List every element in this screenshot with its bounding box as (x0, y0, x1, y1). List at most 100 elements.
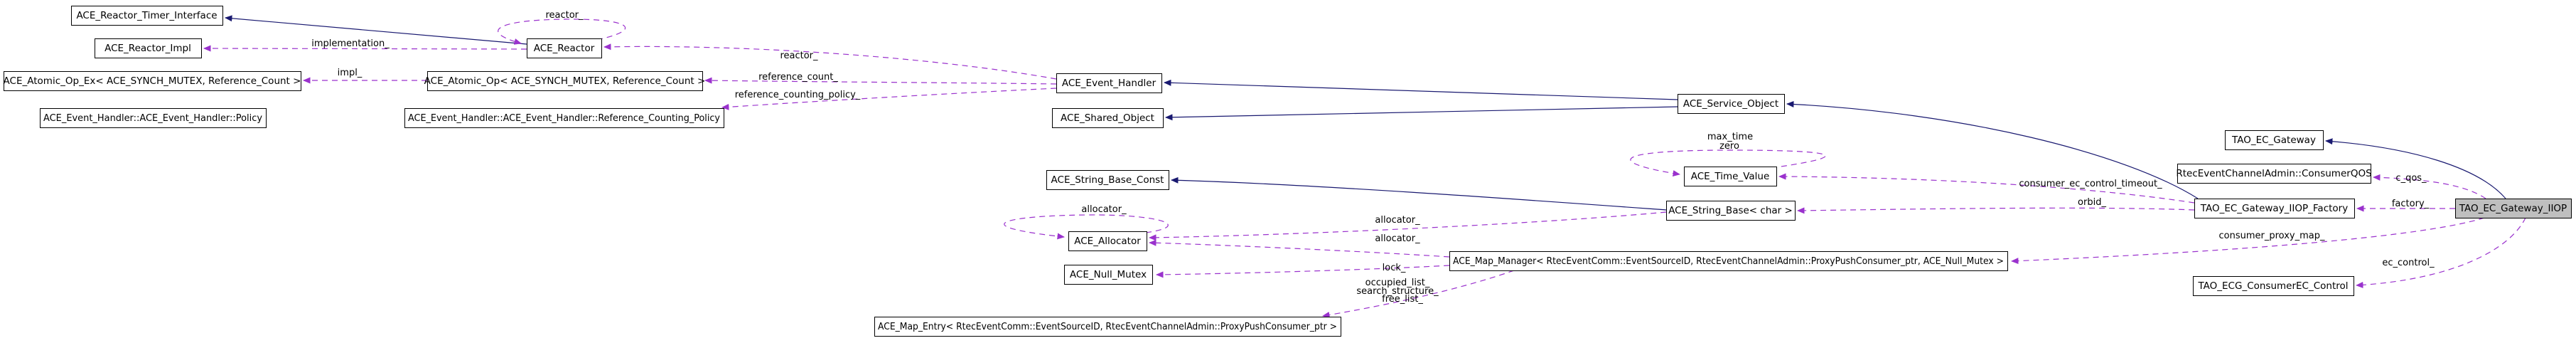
edge-label: reactor_ (780, 51, 818, 61)
edge-label: reference_count_ (758, 72, 838, 83)
usage-edge-use-c-qos (2373, 174, 2486, 199)
edge-label: implementation_ (311, 38, 390, 49)
class-node-label: TAO_EC_Gateway (2231, 135, 2316, 146)
usage-edge-use-time-value-self (1630, 149, 1826, 176)
class-node-box (4, 71, 301, 91)
edge-label: occupied_list_ (1365, 278, 1430, 288)
class-node-label: ACE_Reactor (534, 43, 595, 54)
class-node-tao-ec-gateway[interactable]: TAO_EC_Gateway (2225, 130, 2324, 150)
class-node-label: ACE_Atomic_Op_Ex< ACE_SYNCH_MUTEX, Refer… (4, 75, 301, 87)
class-node-label: ACE_Reactor_Impl (104, 43, 191, 54)
class-node-rtec-consumer-qos[interactable]: RtecEventChannelAdmin::ConsumerQOS (2176, 164, 2372, 184)
class-node-ace-string-base-const[interactable]: ACE_String_Base_Const (1046, 170, 1169, 190)
class-node-ace-atomic-op[interactable]: ACE_Atomic_Op< ACE_SYNCH_MUTEX, Referenc… (424, 71, 706, 91)
class-node-label: ACE_Shared_Object (1061, 112, 1154, 124)
class-node-box (2193, 276, 2354, 296)
class-node-tao-ecg-consumerec-control[interactable]: TAO_ECG_ConsumerEC_Control (2193, 276, 2354, 296)
edge-label: lock_ (1383, 263, 1406, 273)
usage-edge-use-allocator-self (1004, 214, 1169, 240)
edge-label: allocator_ (1081, 204, 1127, 215)
class-node-box (1052, 108, 1164, 128)
edge-label: consumer_ec_control_timeout_ (2019, 179, 2162, 189)
class-node-label: ACE_String_Base_Const (1051, 174, 1164, 186)
class-node-label: ACE_Map_Entry< RtecEventComm::EventSourc… (878, 321, 1337, 332)
class-node-label: ACE_Atomic_Op< ACE_SYNCH_MUTEX, Referenc… (424, 75, 706, 87)
inheritance-edge-inherit-iiop-to-gateway (2325, 138, 2506, 199)
class-node-ace-reactor-impl[interactable]: ACE_Reactor_Impl (95, 38, 202, 58)
class-node-box (427, 71, 703, 91)
edge-label: ec_control_ (2382, 258, 2435, 268)
class-node-label: TAO_ECG_ConsumerEC_Control (2197, 280, 2348, 292)
class-node-label: ACE_Service_Object (1683, 98, 1778, 110)
edge-labels-layer: implementation_ impl_ reactor_ reactor_refe… (311, 10, 2435, 305)
class-node-label: ACE_Allocator (1074, 236, 1141, 247)
inheritance-edge-inherit-string-base-char-to-const (1171, 176, 1667, 211)
edge-label: reference_counting_policy_ (735, 90, 861, 100)
class-node-box (1068, 231, 1147, 251)
usage-edge-use-allocator-from-string-base (1149, 211, 1667, 241)
inheritance-edge-inherit-service-object-to-event-handler (1164, 79, 1678, 100)
class-node-box (1449, 251, 2008, 271)
inheritance-edge-inherit-reactor-to-timer-interface (225, 15, 527, 45)
edge-label: factory_ (2392, 199, 2430, 209)
usage-edge-use-map-lists (1322, 270, 1515, 318)
class-node-ace-allocator[interactable]: ACE_Allocator (1068, 231, 1147, 251)
usage-edge-use-reference-counting-policy (721, 88, 1057, 110)
class-node-box (1678, 94, 1785, 114)
class-node-box (2455, 199, 2572, 218)
class-node-label: ACE_Event_Handler (1062, 78, 1156, 89)
class-node-label: ACE_Time_Value (1691, 171, 1770, 182)
class-nodes-layer: ACE_Reactor_Timer_InterfaceACE_Reactor_I… (4, 6, 2572, 337)
class-node-label: ACE_Event_Handler::ACE_Event_Handler::Re… (408, 112, 720, 124)
edge-label: max_time (1707, 132, 1753, 142)
edge-label: reactor_ (545, 10, 584, 21)
class-node-label: TAO_EC_Gateway_IIOP_Factory (2200, 203, 2348, 214)
edge-label: consumer_proxy_map_ (2219, 231, 2325, 241)
class-node-label: ACE_Map_Manager< RtecEventComm::EventSou… (1453, 255, 2004, 267)
class-node-ace-map-manager[interactable]: ACE_Map_Manager< RtecEventComm::EventSou… (1449, 251, 2008, 271)
class-node-label: ACE_Reactor_Timer_Interface (76, 10, 217, 21)
class-node-ace-reactor[interactable]: ACE_Reactor (527, 38, 602, 58)
class-node-label: ACE_Null_Mutex (1070, 269, 1147, 280)
class-node-ace-shared-object[interactable]: ACE_Shared_Object (1052, 108, 1164, 128)
class-node-ace-event-handler-ref-counting-policy[interactable]: ACE_Event_Handler::ACE_Event_Handler::Re… (404, 108, 724, 128)
usage-edge-use-reference-count (704, 77, 1057, 85)
class-node-tao-ec-gateway-iiop-factory[interactable]: TAO_EC_Gateway_IIOP_Factory (2194, 199, 2355, 218)
inheritance-edge-inherit-service-object-to-shared-object (1165, 106, 1678, 121)
usage-edge-use-orbid (1797, 207, 2195, 214)
class-node-ace-event-handler[interactable]: ACE_Event_Handler (1056, 73, 1162, 93)
class-node-box (2194, 199, 2355, 218)
class-node-label: TAO_EC_Gateway_IIOP (2459, 203, 2567, 214)
class-node-box (1666, 201, 1796, 221)
class-node-tao-ec-gateway-iiop[interactable]: TAO_EC_Gateway_IIOP (2455, 199, 2572, 218)
class-node-box (1064, 265, 1153, 285)
class-node-box (1056, 73, 1162, 93)
usage-edge-use-consumer-proxy-map (2011, 217, 2485, 265)
class-node-ace-map-entry[interactable]: ACE_Map_Entry< RtecEventComm::EventSourc… (874, 317, 1341, 337)
class-node-box (1684, 167, 1777, 186)
edge-label: c_qos_ (2395, 173, 2427, 184)
inheritance-edge-inherit-factory-to-service-object (1786, 100, 2199, 199)
class-node-box (874, 317, 1341, 337)
edge-label: search_structure_ (1356, 286, 1439, 297)
class-node-ace-event-handler-policy[interactable]: ACE_Event_Handler::ACE_Event_Handler::Po… (40, 108, 267, 128)
usage-edge-use-allocator-from-map-manager (1149, 239, 1450, 258)
class-node-ace-string-base-char[interactable]: ACE_String_Base< char > (1666, 201, 1796, 221)
class-node-ace-null-mutex[interactable]: ACE_Null_Mutex (1064, 265, 1153, 285)
usage-edge-use-implementation (203, 45, 527, 52)
usage-edge-use-reactor (603, 43, 1057, 80)
class-node-box (95, 38, 202, 58)
class-node-ace-service-object[interactable]: ACE_Service_Object (1678, 94, 1785, 114)
class-node-box (40, 108, 267, 128)
edge-label: orbid_ (2078, 197, 2106, 208)
usage-edge-use-reactor-self (498, 19, 626, 45)
class-node-ace-time-value[interactable]: ACE_Time_Value (1684, 167, 1777, 186)
edge-label: free_list_ (1382, 294, 1423, 305)
edge-label: impl_ (338, 68, 363, 78)
class-node-ace-atomic-op-ex[interactable]: ACE_Atomic_Op_Ex< ACE_SYNCH_MUTEX, Refer… (4, 71, 301, 91)
edge-label: allocator_ (1375, 215, 1420, 226)
class-node-box (71, 6, 223, 26)
class-node-ace-reactor-timer-interface[interactable]: ACE_Reactor_Timer_Interface (71, 6, 223, 26)
